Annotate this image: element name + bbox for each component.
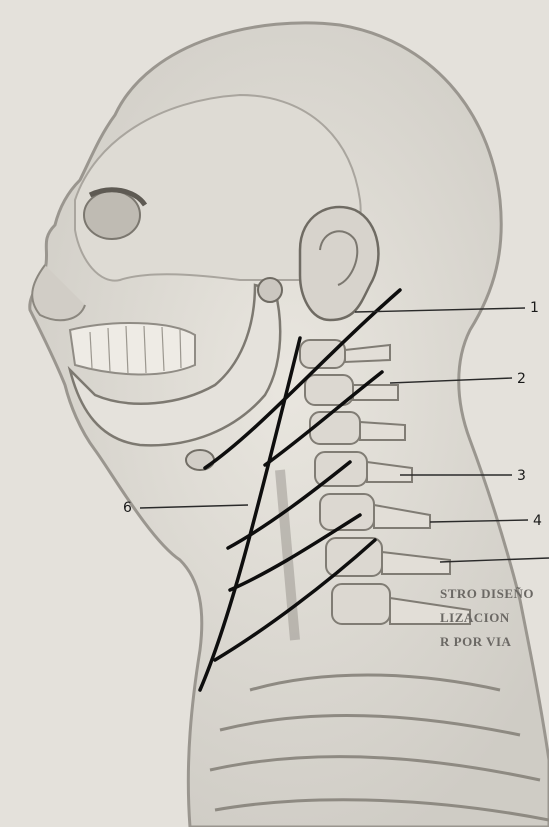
bleed-text-3: R POR VIA [440,634,512,649]
callout-1: 1 [530,300,539,316]
hyoid-bone [186,450,214,470]
bleed-text-2: LIZACION [440,610,510,625]
callout-3: 3 [517,468,526,484]
callout-2: 2 [517,371,526,387]
upper-teeth [70,323,195,374]
callout-6: 6 [123,500,132,516]
mastoid-process [258,278,282,302]
eye-orbit [84,191,140,239]
bleed-text-1: STRO DISEÑO [440,586,534,601]
callout-4: 4 [533,513,542,529]
